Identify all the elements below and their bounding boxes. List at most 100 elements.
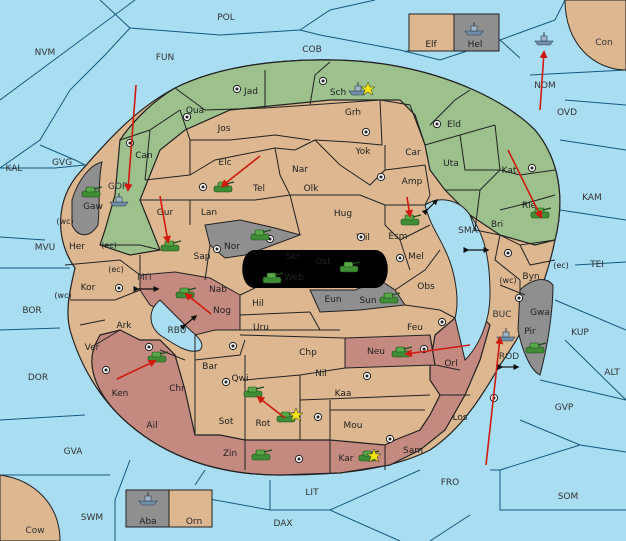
supply-center-marker bbox=[212, 244, 222, 254]
sea-label-gva: GVA bbox=[64, 447, 84, 457]
coast-label-kor-ec: (ec) bbox=[108, 265, 124, 274]
sea-label-gor: GOR bbox=[108, 182, 128, 192]
land-label-ken: Ken bbox=[112, 389, 129, 399]
sea-label-tei: TEI bbox=[589, 260, 604, 270]
land-label-hel: Hel bbox=[468, 40, 483, 50]
sea-label-fun: FUN bbox=[156, 53, 175, 63]
land-label-hug: Hug bbox=[334, 209, 352, 219]
sea-label-kal: KAL bbox=[6, 164, 23, 174]
land-label-los: Los bbox=[452, 413, 467, 423]
supply-center-marker bbox=[503, 248, 513, 258]
sea-label-ovd: OVD bbox=[557, 108, 577, 118]
land-label-ost: Ost bbox=[315, 257, 331, 267]
land-label-sot: Sot bbox=[219, 417, 234, 427]
land-label-car: Car bbox=[405, 148, 421, 158]
land-label-uru: Uru bbox=[253, 323, 269, 333]
sea-label-nvm: NVM bbox=[35, 48, 56, 58]
land-label-kat: Kat bbox=[502, 166, 517, 176]
land-label-mou: Mou bbox=[344, 421, 363, 431]
sea-label-swm: SWM bbox=[81, 513, 103, 523]
sea-label-dor: DOR bbox=[28, 373, 48, 383]
supply-center-marker bbox=[182, 112, 192, 122]
coast-label-her-wc: (wc) bbox=[56, 217, 73, 226]
land-label-chr: Chr bbox=[169, 384, 185, 394]
land-label-qwi: Qwi bbox=[232, 374, 249, 384]
sea-label-buc: BUC bbox=[492, 310, 511, 320]
land-label-sap: Sap bbox=[194, 252, 211, 262]
cow-label-overlay: Cow bbox=[25, 526, 44, 536]
land-label-rie: Rie bbox=[522, 201, 537, 211]
land-label-orl: Orl bbox=[444, 359, 457, 369]
supply-center-marker bbox=[395, 253, 405, 263]
land-label-elc: Elc bbox=[218, 158, 231, 168]
supply-center-marker bbox=[198, 182, 208, 192]
land-label-nor: Nor bbox=[224, 242, 240, 252]
sea-label-fro: FRO bbox=[441, 478, 460, 488]
land-label-mel: Mel bbox=[408, 252, 424, 262]
sea-label-rbu: RBU bbox=[167, 326, 186, 336]
supply-center-marker bbox=[361, 127, 371, 137]
supply-center-marker bbox=[144, 342, 154, 352]
land-label-tel: Tel bbox=[252, 184, 265, 194]
supply-center-marker bbox=[437, 317, 447, 327]
land-label-qua: Qua bbox=[186, 106, 204, 116]
land-label-byn: Byn bbox=[522, 272, 539, 282]
coast-label-kor-wc: (wc) bbox=[54, 291, 71, 300]
land-label-nil: Nil bbox=[315, 369, 327, 379]
sea-label-sma: SMA bbox=[458, 226, 478, 236]
land-label-rot: Rot bbox=[256, 419, 271, 429]
supply-center-marker bbox=[527, 163, 537, 173]
supply-center-marker bbox=[376, 172, 386, 182]
land-label-sch: Sch bbox=[330, 88, 346, 98]
land-label-sam: Sam bbox=[403, 446, 423, 456]
sea-label-som: SOM bbox=[558, 492, 579, 502]
supply-center-marker bbox=[318, 76, 328, 86]
territory-borders bbox=[64, 61, 556, 473]
land-label-nog: Nog bbox=[213, 306, 231, 316]
supply-center-marker bbox=[101, 365, 111, 375]
land-label-aba: Aba bbox=[139, 517, 156, 527]
land-label-eld: Eld bbox=[447, 120, 461, 130]
sea-label-bor: BOR bbox=[22, 306, 41, 316]
land-label-sun: Sun bbox=[359, 296, 376, 306]
link-arrows bbox=[133, 198, 520, 370]
sea-label-cob: COB bbox=[302, 45, 322, 55]
land-label-her: Her bbox=[69, 242, 85, 252]
coast-label-byn-ec: (ec) bbox=[553, 261, 569, 270]
land-label-ver: Ver bbox=[85, 343, 100, 353]
sea-label-kup: KUP bbox=[571, 328, 589, 338]
supply-center-marker bbox=[313, 412, 323, 422]
land-label-lan: Lan bbox=[201, 208, 217, 218]
land-label-can: Can bbox=[135, 151, 153, 161]
con-label-overlay: Con bbox=[595, 38, 613, 48]
land-label-yok: Yok bbox=[354, 147, 371, 157]
land-label-nar: Nar bbox=[292, 165, 308, 175]
land-label-hil: Hil bbox=[252, 299, 264, 309]
dislodge-markers bbox=[288, 81, 382, 463]
sea-label-gvg: GVG bbox=[52, 158, 72, 168]
sea-label-lit: LIT bbox=[305, 488, 319, 498]
land-label-eun: Eun bbox=[324, 295, 341, 305]
land-label-gwa: Gwa bbox=[530, 308, 550, 318]
supply-center-marker bbox=[228, 341, 238, 351]
order-arrows bbox=[116, 50, 548, 466]
land-label-zin: Zin bbox=[223, 449, 237, 459]
supply-center-marker bbox=[362, 371, 372, 381]
supply-center-marker bbox=[356, 232, 366, 242]
land-label-uta: Uta bbox=[443, 159, 459, 169]
land-label-kor: Kor bbox=[81, 283, 96, 293]
supply-center-marker bbox=[114, 283, 124, 293]
sea-label-nom: NOM bbox=[534, 81, 556, 91]
sea-label-alt: ALT bbox=[604, 368, 620, 378]
land-label-orn: Orn bbox=[186, 517, 202, 527]
sea-label-gvp: GVP bbox=[555, 403, 574, 413]
land-label-feu: Feu bbox=[407, 323, 423, 333]
supply-center-marker bbox=[432, 119, 442, 129]
land-label-bar: Bar bbox=[202, 362, 218, 372]
sea-label-dax: DAX bbox=[273, 519, 292, 529]
supply-center-marker bbox=[232, 84, 242, 94]
land-label-ail: Ail bbox=[146, 421, 157, 431]
supply-center-marker bbox=[221, 377, 231, 387]
